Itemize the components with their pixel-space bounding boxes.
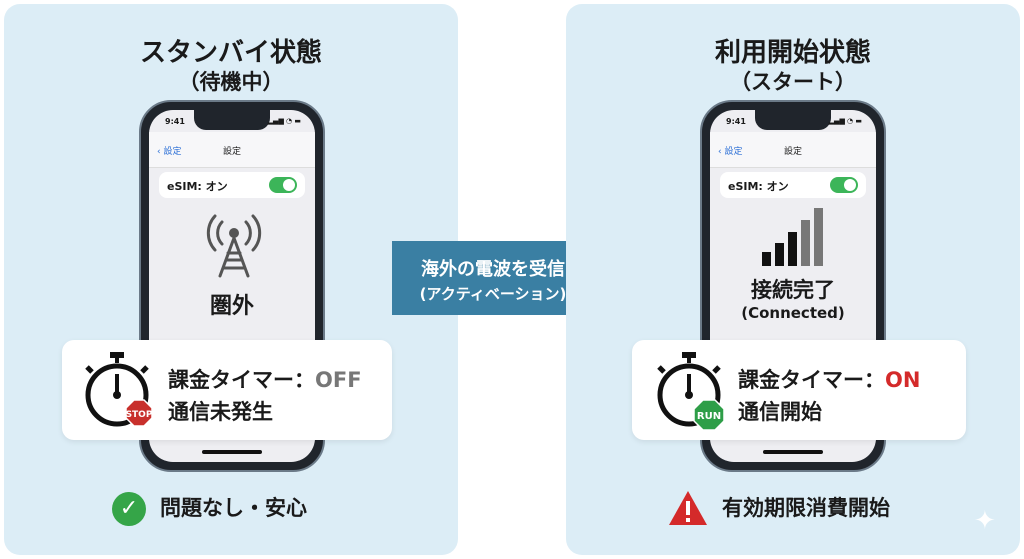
check-icon: ✓ xyxy=(112,492,146,526)
esim-label: eSIM: オン xyxy=(728,180,789,193)
nav-title: 設定 xyxy=(222,147,241,157)
panel-subtitle: （待機中） xyxy=(178,70,284,94)
timer-state: OFF xyxy=(315,368,362,392)
panel-title: スタンバイ状態 xyxy=(139,38,322,68)
timer-label: 課金タイマー：OFF xyxy=(168,368,362,392)
timer-state: ON xyxy=(885,368,921,392)
status-time: 9:41 xyxy=(165,117,185,126)
panel-title: 利用開始状態 xyxy=(714,38,871,68)
esim-label: eSIM: オン xyxy=(167,180,228,193)
stopwatch-icon: RUN xyxy=(657,352,725,431)
back-button[interactable]: ‹ 設定 xyxy=(157,147,182,157)
arrow-line1: 海外の電波を受信 xyxy=(421,259,565,280)
timer-label: 課金タイマー：ON xyxy=(738,368,921,392)
esim-row: eSIM: オン xyxy=(159,172,305,198)
antenna-icon xyxy=(206,214,262,278)
status-icons: ▂▄▆ ◔ ▬ xyxy=(828,117,862,125)
stop-badge: STOP xyxy=(126,410,153,420)
footer-text: 問題なし・安心 xyxy=(160,496,307,520)
signal-bars-icon xyxy=(762,208,823,266)
stopwatch-icon: STOP xyxy=(85,352,153,427)
no-service-text: 圏外 xyxy=(209,294,254,319)
esim-row: eSIM: オン xyxy=(720,172,866,198)
timer-card-off: STOP 課金タイマー：OFF 通信未発生 xyxy=(62,340,392,440)
status-icons: ▂▄▆ ◔ ▬ xyxy=(267,117,301,125)
connected-text: 接続完了 xyxy=(751,278,835,302)
footer-text: 有効期限消費開始 xyxy=(722,496,890,520)
back-button[interactable]: ‹ 設定 xyxy=(718,147,743,157)
connected-sub: (Connected) xyxy=(741,304,845,322)
sparkle-icon: ✦ xyxy=(974,506,996,536)
arrow-line2: (アクティベーション) xyxy=(419,285,567,303)
esim-toggle[interactable] xyxy=(830,177,858,193)
nav-title: 設定 xyxy=(783,147,802,157)
status-time: 9:41 xyxy=(726,117,746,126)
nav-bar: ‹ 設定 設定 xyxy=(710,132,876,168)
run-badge: RUN xyxy=(697,411,721,422)
timer-status: 通信未発生 xyxy=(168,400,273,424)
esim-toggle[interactable] xyxy=(269,177,297,193)
panel-subtitle: （スタート） xyxy=(730,70,856,94)
timer-status: 通信開始 xyxy=(738,400,822,424)
timer-card-on: RUN 課金タイマー：ON 通信開始 xyxy=(632,340,966,440)
warning-icon xyxy=(669,491,707,525)
nav-bar: ‹ 設定 設定 xyxy=(149,132,315,168)
